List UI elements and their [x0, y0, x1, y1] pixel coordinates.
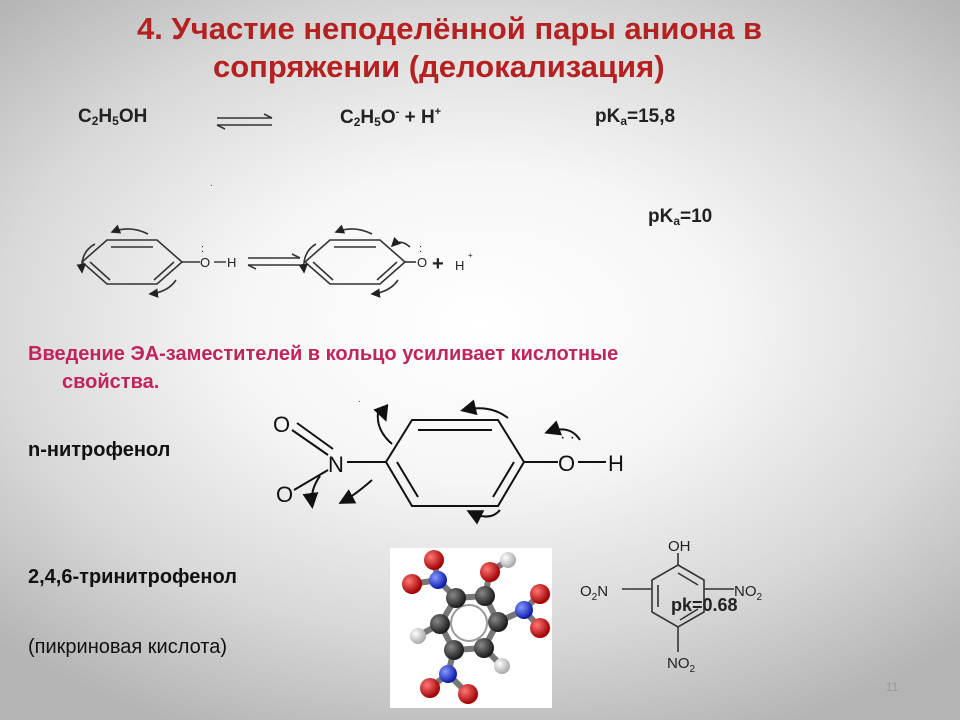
- stray-dot: .: [210, 178, 213, 189]
- picric-right-nitro: NO2: [734, 583, 763, 603]
- page-number: 11: [886, 680, 899, 694]
- phenol-pka: pKa=10: [648, 206, 713, 228]
- picric-acid-3d-model: [390, 548, 552, 708]
- proton-charge: +: [468, 251, 473, 260]
- hydroxyl-h-label: H: [608, 451, 624, 476]
- phenol-ring: [76, 224, 200, 298]
- proton-h-label: H: [455, 258, 464, 273]
- picric-bottom-nitro: NO2: [667, 655, 696, 675]
- ball-and-stick-model-image: [402, 550, 550, 704]
- title-line-1: 4. Участие неподелённой пары аниона в: [137, 11, 763, 46]
- picric-acid-pk: pk=0.68: [671, 595, 738, 615]
- phenoxide-lone-pair: :: [419, 243, 422, 255]
- ethoxide-formula: C2H5O- + H+: [340, 106, 442, 129]
- picric-acid-systematic-name: 2,4,6-тринитрофенол: [28, 566, 237, 588]
- stray-dot: .: [358, 394, 361, 405]
- plus-sign: +: [432, 253, 444, 275]
- ethanol-formula: C2H5OH: [78, 106, 148, 128]
- equilibrium-arrow-icon: [247, 253, 301, 270]
- phenoxide-o-label: O: [417, 255, 427, 270]
- slide-title: 4. Участие неподелённой пары аниона в со…: [0, 10, 960, 86]
- hydroxyl-o-label: O: [558, 451, 575, 476]
- picric-acid-common-name: (пикриновая кислота): [28, 636, 228, 658]
- nitro-n-label: N: [328, 452, 344, 477]
- picric-left-nitro: O2N: [580, 583, 608, 603]
- phenol-o-label: O: [200, 255, 210, 270]
- phenoxide-ring: [298, 224, 416, 298]
- ethanol-pka: pKa=15,8: [595, 106, 676, 128]
- title-line-2: сопряжении (делокализация): [213, 49, 665, 84]
- nitro-o-top: O: [273, 412, 290, 437]
- phenol-lone-pair: :: [201, 243, 204, 255]
- hydroxyl-lone-pair: · ·: [560, 429, 575, 446]
- nitro-o-bottom: O: [276, 482, 293, 507]
- ea-substituents-statement: Введение ЭА-заместителей в кольцо усилив…: [28, 343, 619, 393]
- phenol-h-label: H: [227, 255, 236, 270]
- picric-oh-label: OH: [668, 538, 691, 555]
- nitrophenol-name: n-нитрофенол: [28, 439, 171, 461]
